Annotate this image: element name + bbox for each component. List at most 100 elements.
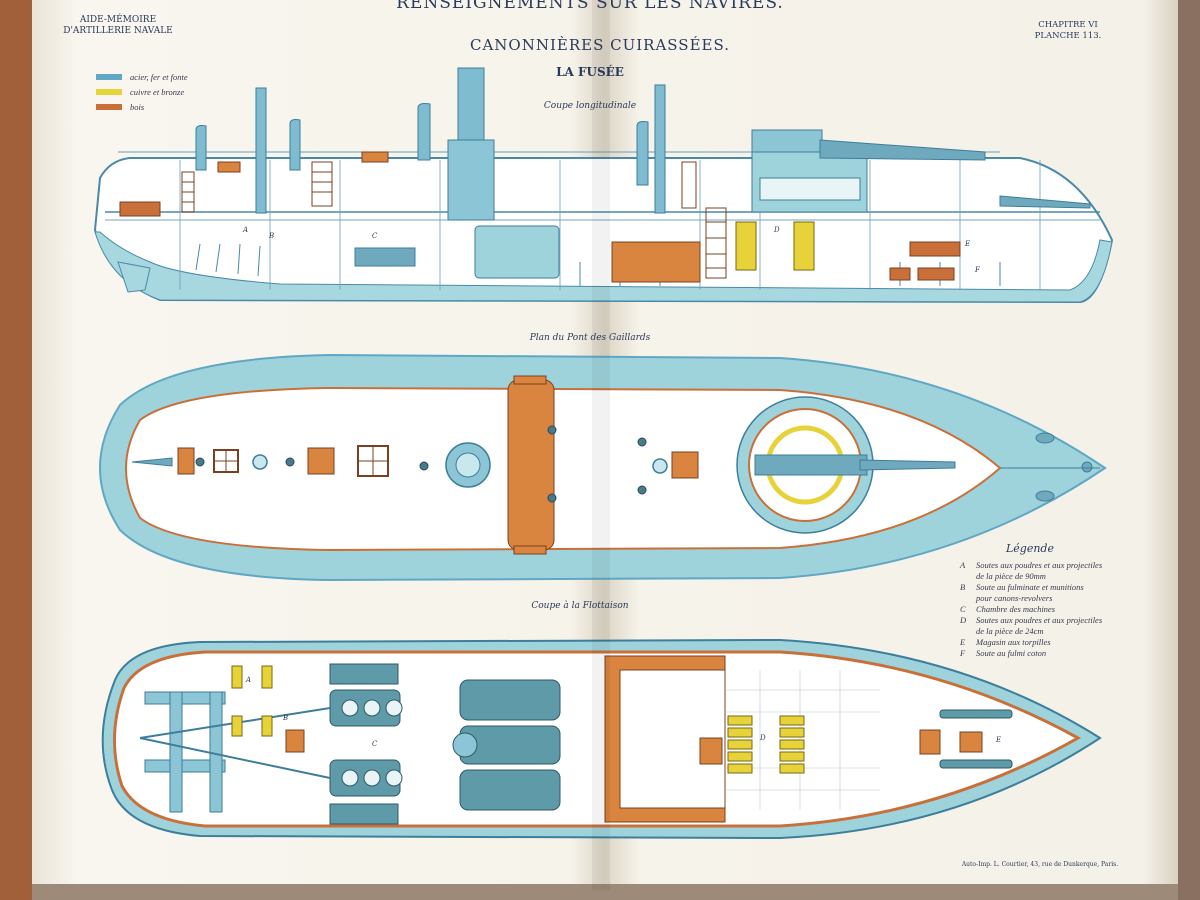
turret-windows	[759, 177, 861, 201]
gutter-shadow	[592, 0, 610, 890]
bottom-page-edge	[32, 884, 1178, 900]
bow-gun	[999, 195, 1091, 209]
sect-letter-d: D	[773, 226, 780, 234]
legend-key-f: F	[959, 648, 966, 658]
deck-hatch-1	[217, 161, 241, 173]
shaft-starboard	[139, 737, 331, 779]
wl-letter-a: A	[245, 676, 251, 684]
key-swatch-wood	[96, 104, 122, 110]
ventilator-4	[636, 121, 649, 186]
main-gun-plan	[859, 459, 956, 471]
compartment-grid	[725, 670, 880, 810]
turret-gun-carriage	[754, 454, 868, 476]
hawse-pipe-port	[1035, 432, 1055, 444]
sect-letter-b: B	[268, 232, 274, 240]
ventilator-2	[289, 119, 301, 171]
stern-gun-plan	[131, 457, 173, 467]
header-right-line1: CHAPITRE VI	[1038, 20, 1098, 30]
bridge-deck	[507, 379, 555, 551]
legend-b-line2: pour canons-revolvers	[975, 593, 1053, 603]
legend-b-line1: Soute au fulminate et munitions	[976, 582, 1084, 592]
wl-letter-d: D	[759, 734, 766, 742]
legend-d-line2: de la pièce de 24cm	[976, 626, 1044, 636]
bulkheads	[179, 160, 1041, 290]
wl-letter-e: E	[995, 736, 1001, 744]
legend-a-line2: de la pièce de 90mm	[976, 571, 1046, 581]
shell-racks	[231, 665, 805, 774]
label-deck-plan: Plan du Pont des Gaillards	[529, 333, 651, 343]
aft-cabin-wood	[119, 201, 161, 217]
key-label-steel: acier, fer et fonte	[130, 72, 188, 82]
engine-shaft	[354, 247, 416, 267]
skylight-aft	[252, 454, 268, 470]
bridge-end-fore	[513, 375, 547, 385]
legend-a-line1: Soutes aux poudres et aux projectiles	[976, 560, 1103, 570]
right-page-edge	[1178, 0, 1200, 900]
legend-f-line1: Soute au fulmi coton	[976, 648, 1046, 658]
funnel-casing	[447, 139, 495, 221]
boiler	[474, 225, 560, 279]
torpedo-store-crate	[909, 241, 961, 257]
top-title: RENSEIGNEMENTS SUR LES NAVIRES.	[396, 0, 784, 13]
hawse-pipe-starboard	[1035, 490, 1055, 502]
legend-key-a: A	[959, 560, 966, 570]
torpedo-tubes	[939, 709, 1013, 769]
waterline-section: A B C D E	[101, 638, 1102, 840]
legend-key-b: B	[960, 582, 965, 592]
sect-letter-f: F	[974, 266, 981, 274]
longitudinal-section: A B C D E F	[93, 67, 1114, 304]
header-left-line2: D'ARTILLERIE NAVALE	[63, 26, 173, 36]
key-swatch-brass	[96, 89, 122, 95]
fore-store-crates	[285, 729, 983, 765]
label-waterline: Coupe à la Flottaison	[531, 600, 628, 611]
material-key: acier, fer et fonte cuivre et bronze boi…	[96, 72, 188, 112]
imprint: Auto-Imp. L. Courtier, 43, rue de Dunker…	[961, 861, 1118, 868]
header-left-line1: AIDE-MÉMOIRE	[79, 13, 156, 25]
legend-d-line1: Soutes aux poudres et aux projectiles	[976, 615, 1103, 625]
legend: Légende A Soutes aux poudres et aux proj…	[959, 542, 1103, 658]
ship-name: LA FUSÉE	[556, 64, 624, 79]
deck-plan	[99, 353, 1107, 582]
funnel-base-plan	[452, 732, 478, 758]
wl-letter-c: C	[372, 740, 378, 748]
sect-letter-c: C	[372, 232, 378, 240]
mast-fore	[654, 84, 666, 214]
wl-letter-b: B	[282, 714, 288, 722]
key-swatch-steel	[96, 74, 122, 80]
legend-key-e: E	[959, 637, 966, 647]
key-label-brass: cuivre et bronze	[130, 87, 184, 97]
rudder	[117, 261, 151, 293]
legend-c-line1: Chambre des machines	[976, 604, 1056, 614]
funnel-inner-plan	[455, 452, 481, 478]
crate-small-2	[917, 267, 955, 281]
boilers-plan	[459, 679, 561, 811]
legend-title: Légende	[1005, 542, 1054, 555]
legend-e-line1: Magasin aux torpilles	[975, 637, 1051, 647]
coal-bunker-wood	[611, 241, 701, 283]
ladders	[181, 161, 727, 279]
hull-bottom	[94, 231, 1113, 303]
bridge-end-aft	[513, 545, 547, 555]
plate-title: CANONNIÈRES CUIRASSÉES.	[470, 36, 730, 54]
key-label-wood: bois	[130, 102, 145, 112]
deck-hatch-2	[361, 151, 389, 163]
bow-fitting	[1081, 461, 1093, 473]
ventilator-1	[195, 125, 207, 171]
label-longitudinal: Coupe longitudinale	[544, 101, 636, 111]
sect-letter-e: E	[964, 240, 970, 248]
crate-small-1	[889, 267, 911, 281]
deck-hatches	[177, 445, 699, 479]
legend-key-d: D	[959, 615, 967, 625]
main-gun-barrel	[819, 139, 986, 161]
sect-letter-a: A	[242, 226, 248, 234]
engine-cylinders	[341, 699, 403, 787]
shaft-frames	[144, 691, 226, 813]
skylight-fore	[652, 458, 668, 474]
left-page-edge	[0, 0, 32, 900]
legend-key-c: C	[960, 604, 966, 614]
turret-top	[751, 129, 823, 153]
deck-vents	[195, 425, 647, 503]
mast-aft	[255, 87, 267, 214]
